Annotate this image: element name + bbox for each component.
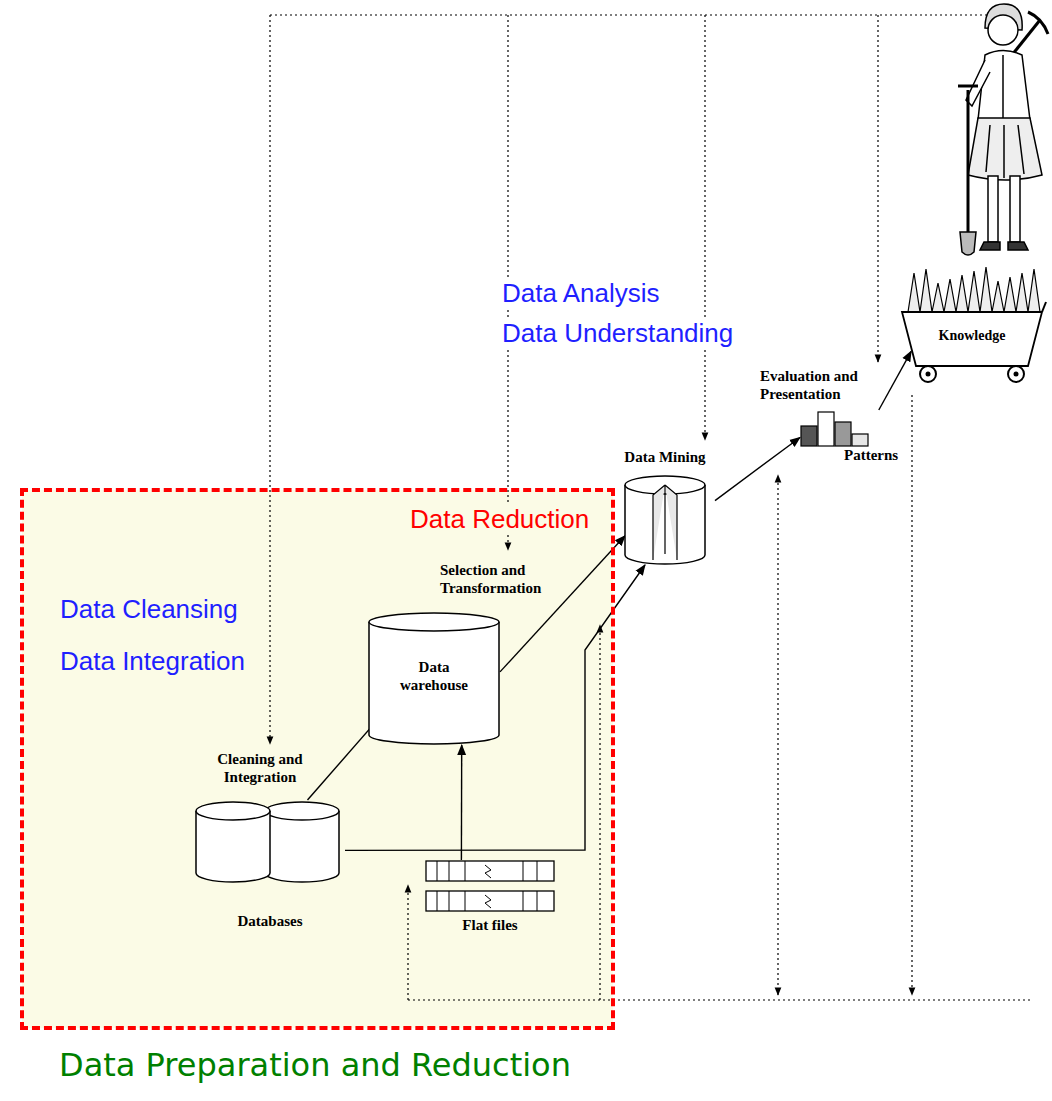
node-text: Data Cleansing: [60, 595, 238, 625]
node-text: Flat files: [425, 916, 555, 934]
flow-arrow: [879, 351, 911, 410]
node-text: Data Mining: [605, 448, 725, 466]
flat-files: Flat files: [425, 860, 555, 935]
node-text: Knowledge: [902, 328, 1042, 345]
feedback-lines: [270, 15, 1030, 1000]
data-mining-cylinder-shape: [615, 448, 715, 565]
step-label: Selection and Transformation: [440, 561, 564, 597]
preparation-region-shape: [24, 492, 619, 1034]
knowledge-cart-shape: [896, 262, 1048, 386]
flow-arrow: [715, 438, 800, 501]
caption: Data Preparation and Reduction: [10, 1046, 620, 1084]
miner-figure: [958, 4, 1048, 255]
data-mining-cylinder: Data Mining: [615, 448, 715, 565]
node-text: Data Integration: [60, 647, 245, 677]
node-text: Databases: [195, 912, 345, 930]
node-text: Patterns: [844, 446, 898, 464]
preparation-region: Data ReductionData CleansingData Integra…: [20, 488, 615, 1030]
stage-label: Data Analysis: [499, 279, 663, 309]
flow-arrow: [500, 536, 625, 672]
flow-arrow: [345, 565, 645, 850]
node-text: Data Reduction: [407, 505, 592, 535]
step-label: Evaluation and Presentation: [760, 367, 876, 403]
patterns-chart: Patterns: [800, 410, 905, 465]
flow-arrow: [461, 745, 463, 860]
data-warehouse-cylinder: Data warehouse: [368, 612, 500, 745]
step-label: Cleaning and Integration: [203, 750, 317, 786]
database-cylinders: Databases: [195, 800, 345, 940]
knowledge-cart: Knowledge: [896, 262, 1048, 386]
region-fill: [22, 490, 613, 1028]
stage-label: Data Understanding: [499, 319, 736, 349]
node-text: Data warehouse: [388, 658, 480, 694]
